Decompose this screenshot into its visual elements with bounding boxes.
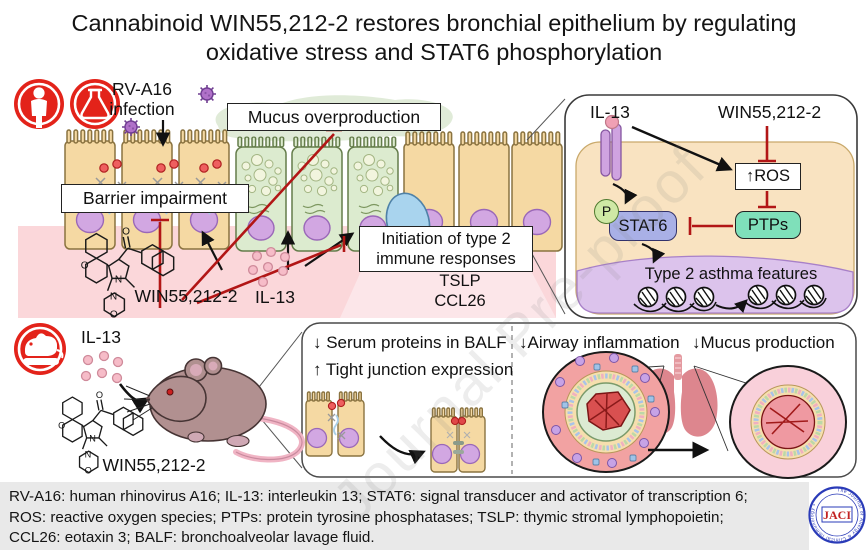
inhibition-lines <box>151 128 346 308</box>
flask-badge-icon <box>70 79 120 129</box>
airway-inflamed <box>542 351 670 473</box>
stat6-box: STAT6 <box>609 211 677 241</box>
il13-dots <box>247 246 291 288</box>
title-line1: Cannabinoid WIN55,212-2 restores bronchi… <box>71 10 797 36</box>
atom-n: N <box>85 449 92 459</box>
mucus-overproduction-box: Mucus overproduction <box>227 103 441 131</box>
initiation-box: Initiation of type 2 immune responses <box>359 226 533 272</box>
il13-label-invitro: IL-13 <box>255 287 295 307</box>
mouse-panel: O N O N O <box>14 323 305 476</box>
win-label-pathway: WIN55,212-2 <box>718 102 822 122</box>
ros-box: ↑ROS <box>735 163 801 190</box>
win-label-invitro: WIN55,212-2 <box>134 286 238 306</box>
atom-o: O <box>122 227 130 238</box>
balf-finding-2: ↑ Tight junction expression <box>313 360 514 379</box>
il13-dots <box>80 350 124 384</box>
repair-arrow <box>379 435 426 465</box>
instillation-arrow <box>118 383 150 414</box>
win-label-mouse: WIN55,212-2 <box>102 455 206 475</box>
atom-o: O <box>85 466 92 476</box>
balf-junction-marks <box>327 398 471 454</box>
stat6-to-nucleus-arrow <box>641 242 666 264</box>
il13-label-pathway: IL-13 <box>590 102 630 122</box>
invitro-arrows <box>151 120 355 308</box>
atom-o: O <box>58 421 65 431</box>
legend-line1: RV-A16: human rhinovirus A16; IL-13: int… <box>9 488 748 505</box>
atom-o: O <box>81 260 89 271</box>
page-title: Cannabinoid WIN55,212-2 restores bronchi… <box>0 9 868 67</box>
phospho-badge: P <box>594 199 619 224</box>
ptps-box: PTPs <box>735 211 801 239</box>
ccl26-label: CCL26 <box>434 292 486 310</box>
il13-receptor-icon <box>600 114 622 181</box>
abbreviation-legend: RV-A16: human rhinovirus A16; IL-13: int… <box>0 482 809 550</box>
atom-o: O <box>96 390 103 400</box>
il13-label-mouse: IL-13 <box>81 327 121 347</box>
immune-infiltrate-dots <box>561 363 655 466</box>
tslp-label: TSLP <box>439 272 481 290</box>
atom-o: O <box>110 310 118 321</box>
mouse-badge-icon <box>14 323 66 375</box>
mucus-production-label: ↓Mucus production <box>692 333 835 352</box>
receptor-to-stat6-arrow <box>612 182 638 205</box>
legend-line2: ROS: reactive oxygen species; PTPs: prot… <box>9 508 724 526</box>
immune-infiltrate-dots <box>551 353 660 468</box>
legend-line3: CCL26: eotaxin 3; BALF: bronchoalveolar … <box>9 529 375 546</box>
barrier-impairment-box: Barrier impairment <box>61 184 249 213</box>
seal-abbr: JACI <box>823 508 851 522</box>
il13-to-ros-arrow <box>631 125 733 172</box>
chromatin <box>633 284 827 313</box>
results-box <box>251 322 857 479</box>
virus-icon <box>121 117 141 137</box>
win-structure: O N O N O <box>58 390 144 476</box>
virus-icon <box>197 84 217 104</box>
win-structure: O N O N O <box>81 227 175 321</box>
airway-healthy <box>729 365 847 479</box>
atom-n: N <box>110 292 117 303</box>
asthma-features-label: Type 2 asthma features <box>644 265 818 283</box>
balf-finding-1: ↓ Serum proteins in BALF <box>313 333 507 352</box>
cytokine-fan <box>340 269 556 318</box>
title-line2: oxidative stress and STAT6 phosphorylati… <box>205 39 663 65</box>
atom-n: N <box>115 274 122 285</box>
pathway-inhibition-lines <box>688 126 776 235</box>
airway-inflammation-label: ↓Airway inflammation <box>519 333 680 352</box>
mouse-illustration <box>123 356 305 463</box>
human-badge-icon <box>14 79 64 129</box>
jaci-seal: The Journal of Allergy & Clinical Immuno… <box>808 486 866 544</box>
pathway-box <box>526 94 858 319</box>
atom-n: N <box>89 433 96 443</box>
